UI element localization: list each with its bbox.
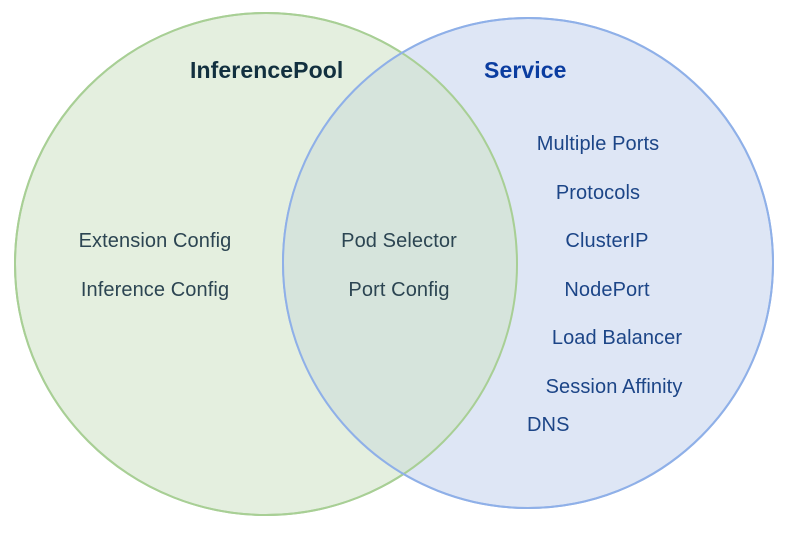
right-set-item-dns: DNS <box>527 414 570 436</box>
intersection-item-pod-selector: Pod Selector <box>341 230 457 252</box>
left-set-item-inference-config: Inference Config <box>80 279 230 301</box>
right-set-title: Service <box>484 57 567 83</box>
intersection-item-port-config: Port Config <box>348 279 450 301</box>
right-set-item-clusterip: ClusterIP <box>565 230 649 252</box>
right-set-item-load-balancer: Load Balancer <box>551 327 683 349</box>
left-set-item-extension-config: Extension Config <box>78 230 232 252</box>
right-set-outline <box>282 17 774 509</box>
right-set-item-multiple-ports: Multiple Ports <box>536 133 660 155</box>
intersection-region <box>283 18 517 508</box>
right-set-item-nodeport: NodePort <box>564 279 650 301</box>
right-set-item-protocols: Protocols <box>555 182 641 204</box>
left-set-outline <box>14 12 518 516</box>
right-set-item-session-affinity: Session Affinity <box>545 376 683 398</box>
left-set-title: InferencePool <box>190 57 344 83</box>
